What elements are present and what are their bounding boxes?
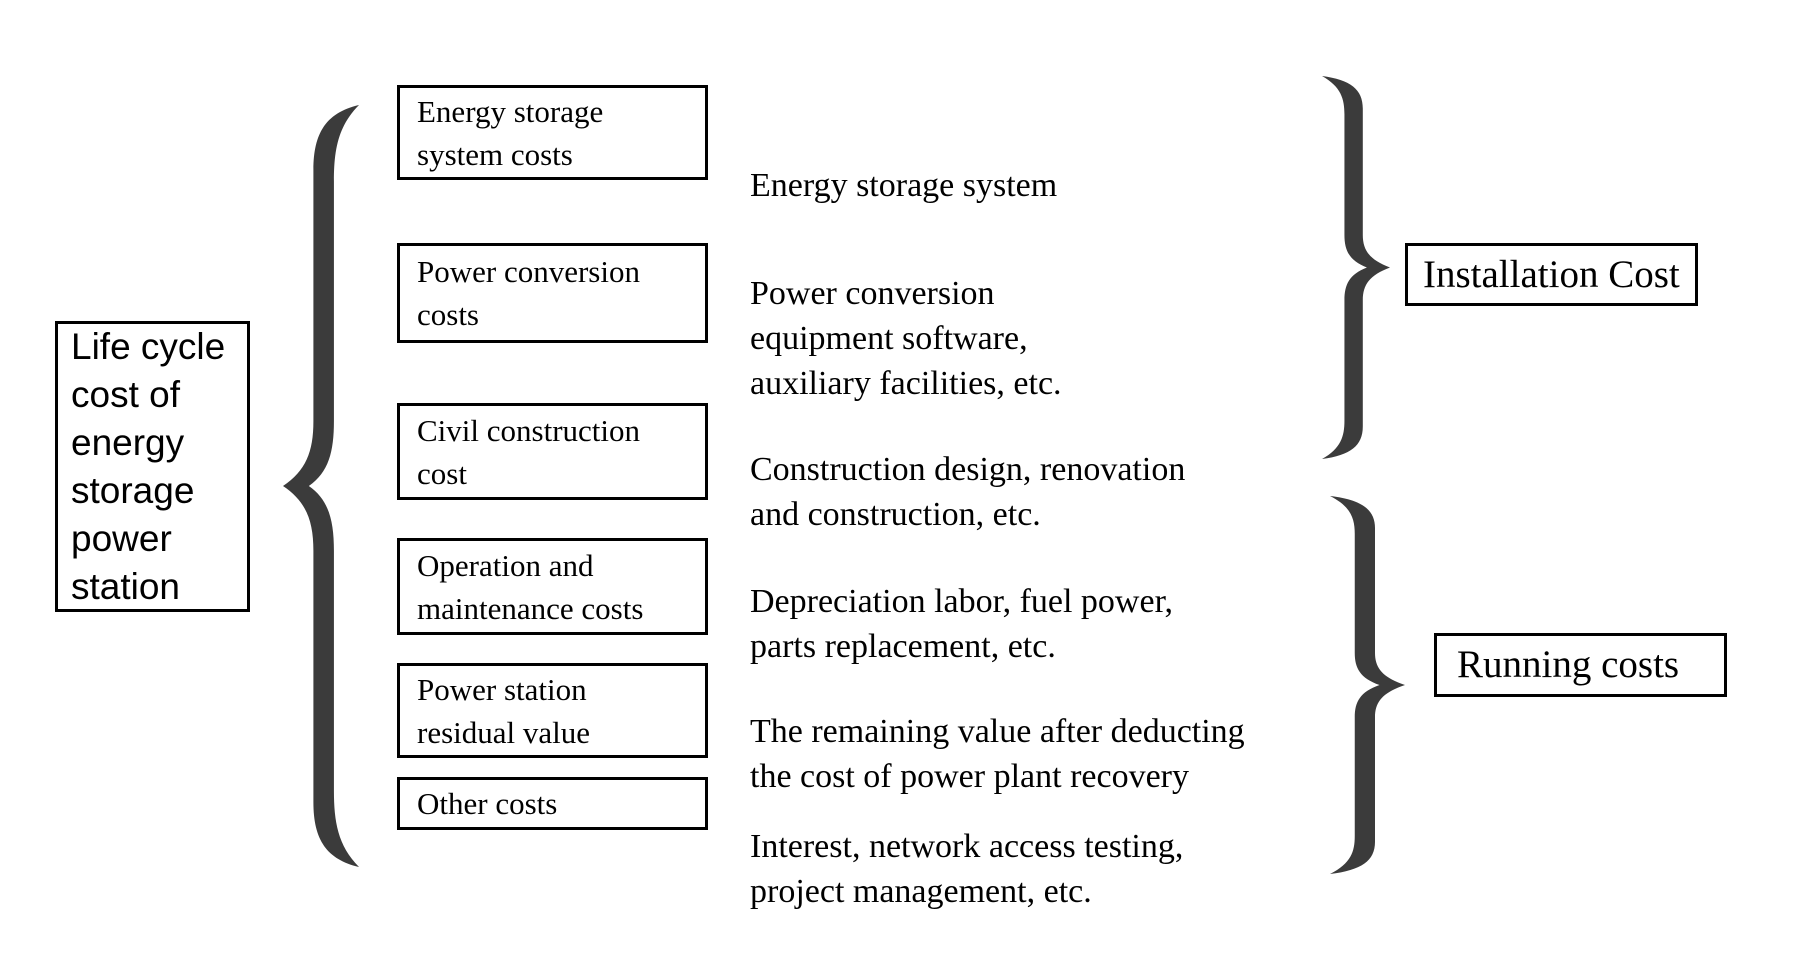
cost-item-label: Operation and maintenance costs xyxy=(417,547,644,626)
group-box-installation-cost: Installation Cost xyxy=(1405,243,1698,306)
cost-item-desc-operation-maintenance: Depreciation labor, fuel power, parts re… xyxy=(750,583,1174,665)
cost-item-desc-energy-storage: Energy storage system xyxy=(750,167,1058,204)
right-curly-brace-installation-icon xyxy=(1322,76,1390,459)
cost-item-label: Civil construction cost xyxy=(417,412,641,491)
right-curly-brace-running-icon xyxy=(1330,496,1405,874)
cost-item-desc-civil-construction: Construction design, renovation and cons… xyxy=(750,451,1186,533)
root-node-label: Life cycle cost of energy storage power … xyxy=(71,325,226,607)
cost-item-box-other-costs: Other costs xyxy=(397,777,708,830)
group-box-running-costs: Running costs xyxy=(1434,633,1727,697)
cost-item-desc-other-costs: Interest, network access testing, projec… xyxy=(750,828,1184,910)
cost-item-label: Power conversion costs xyxy=(417,254,640,332)
cost-item-box-civil-construction: Civil construction cost xyxy=(397,403,708,500)
left-curly-brace-icon xyxy=(283,105,359,867)
cost-item-box-operation-maintenance: Operation and maintenance costs xyxy=(397,538,708,635)
cost-item-desc-residual-value: The remaining value after deducting the … xyxy=(750,713,1245,795)
cost-item-box-residual-value: Power station residual value xyxy=(397,663,708,758)
cost-item-desc-power-conversion: Power conversion equipment software, aux… xyxy=(750,275,1062,402)
cost-item-label: Other costs xyxy=(417,786,558,821)
group-label: Running costs xyxy=(1457,643,1680,686)
cost-item-label: Power station residual value xyxy=(417,671,591,750)
group-label: Installation Cost xyxy=(1423,252,1680,296)
root-node-box: Life cycle cost of energy storage power … xyxy=(55,321,250,612)
cost-item-label: Energy storage system costs xyxy=(417,93,604,172)
cost-item-box-power-conversion: Power conversion costs xyxy=(397,243,708,343)
cost-item-box-energy-storage: Energy storage system costs xyxy=(397,85,708,180)
